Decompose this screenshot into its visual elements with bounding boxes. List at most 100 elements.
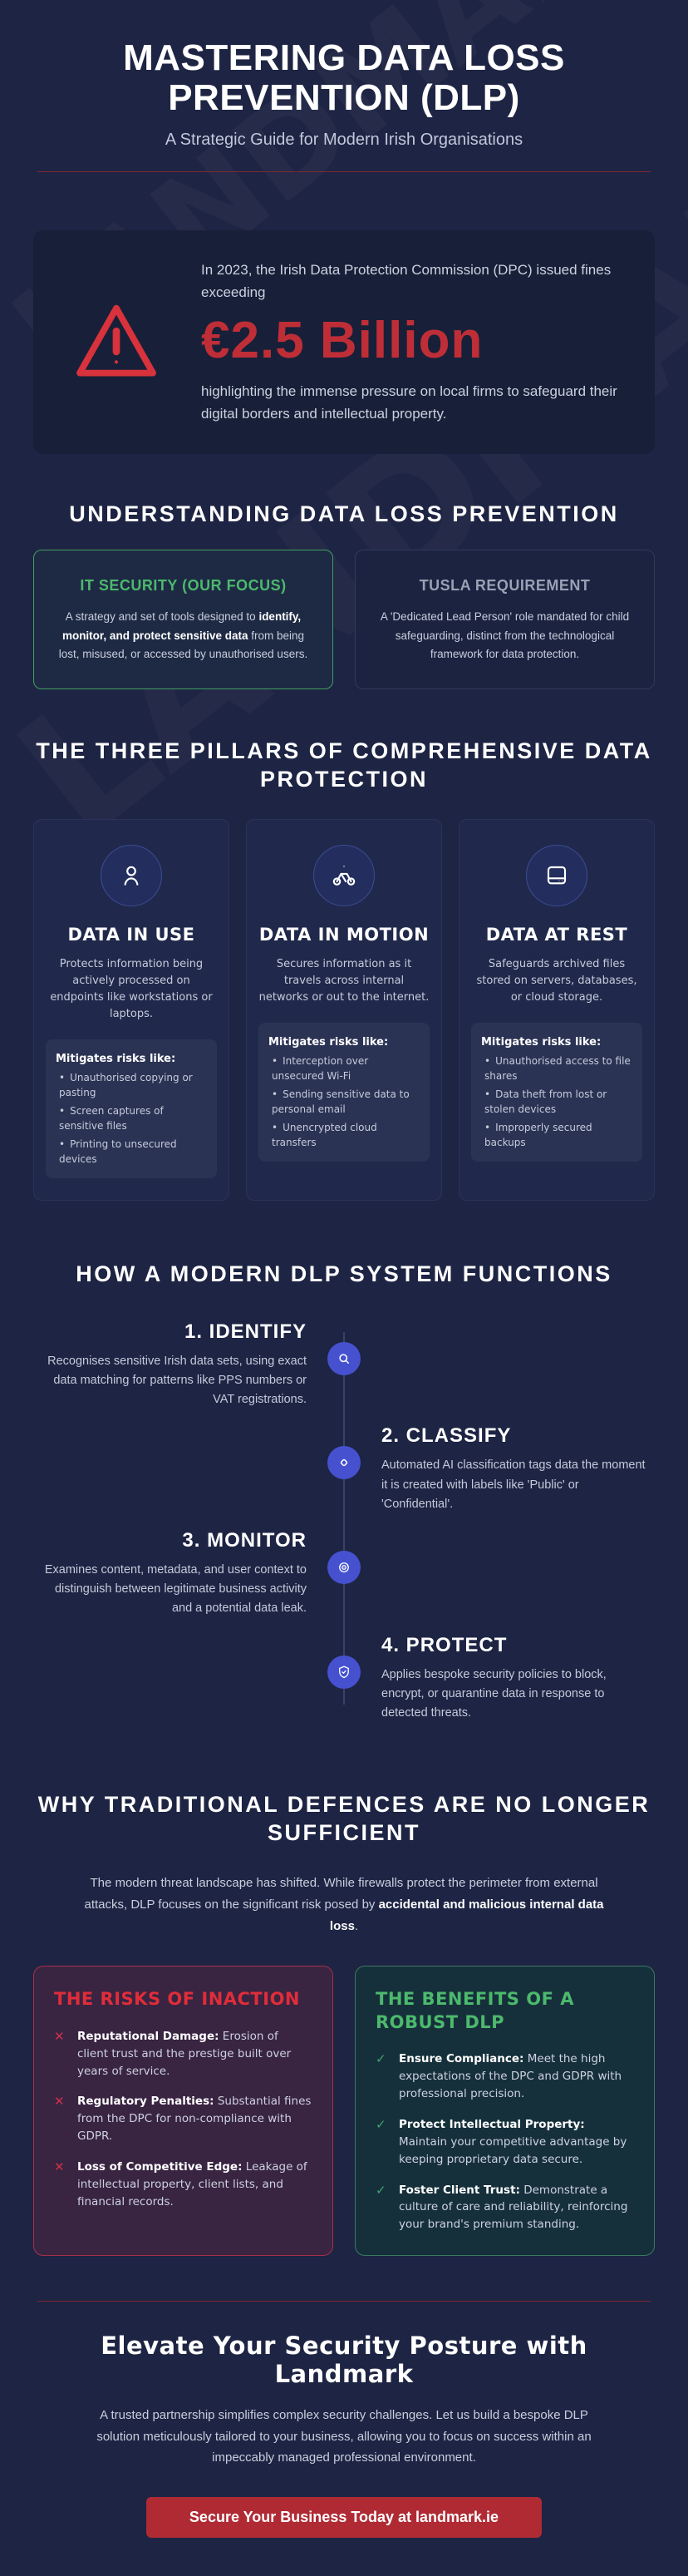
pillar-title: DATA IN USE bbox=[67, 924, 195, 945]
card-body: A 'Dedicated Lead Person' role mandated … bbox=[380, 610, 630, 660]
risk-item: Printing to unsecured devices bbox=[56, 1137, 207, 1167]
card-title: THE BENEFITS OF A ROBUST DLP bbox=[376, 1989, 575, 2032]
pillar-risk-box: Mitigates risks like: Unauthorised copyi… bbox=[46, 1039, 217, 1179]
section-heading: HOW A MODERN DLP SYSTEM FUNCTIONS bbox=[76, 1261, 612, 1287]
step-title: 1. IDENTIFY bbox=[184, 1320, 307, 1343]
cta-heading: Elevate Your Security Posture with Landm… bbox=[101, 2332, 587, 2389]
check-icon bbox=[376, 2182, 389, 2234]
risk-item: Interception over unsecured Wi-Fi bbox=[268, 1054, 420, 1083]
section-three-pillars: THE THREE PILLARS OF COMPREHENSIVE DATA … bbox=[33, 738, 655, 1202]
footer-cta: Elevate Your Security Posture with Landm… bbox=[33, 2301, 655, 2576]
header: MASTERING DATA LOSS PREVENTION (DLP) A S… bbox=[33, 0, 655, 172]
stat-outro: highlighting the immense pressure on loc… bbox=[201, 383, 617, 422]
risks-benefits-cards: THE RISKS OF INACTION Reputational Damag… bbox=[33, 1966, 655, 2257]
section-understanding-dlp: UNDERSTANDING DATA LOSS PREVENTION IT SE… bbox=[33, 501, 655, 690]
stat-amount: €2.5 Billion bbox=[201, 312, 484, 370]
section-heading: UNDERSTANDING DATA LOSS PREVENTION bbox=[69, 501, 619, 526]
timeline-step-identify: 1. IDENTIFY Recognises sensitive Irish d… bbox=[40, 1320, 648, 1425]
step-desc: Applies bespoke security policies to blo… bbox=[381, 1667, 607, 1720]
risk-item: Unauthorised access to file shares bbox=[481, 1054, 632, 1083]
timeline-rail bbox=[318, 1320, 370, 1425]
card-it-security: IT SECURITY (OUR FOCUS) A strategy and s… bbox=[33, 550, 333, 690]
timeline-rail bbox=[318, 1529, 370, 1634]
dpc-fines-stat-card: In 2023, the Irish Data Protection Commi… bbox=[33, 229, 655, 454]
card-title: TUSLA REQUIREMENT bbox=[419, 577, 591, 595]
card-risks-of-inaction: THE RISKS OF INACTION Reputational Damag… bbox=[33, 1966, 333, 2257]
risk-item: Sending sensitive data to personal email bbox=[268, 1087, 420, 1117]
pillar-risk-box: Mitigates risks like: Unauthorised acces… bbox=[471, 1023, 642, 1162]
list-item: Foster Client Trust: Demonstrate a cultu… bbox=[376, 2182, 634, 2234]
pillar-title: DATA AT REST bbox=[485, 924, 628, 945]
timeline-line bbox=[343, 1331, 345, 1425]
risk-item: Improperly secured backups bbox=[481, 1120, 632, 1150]
risk-box-label: Mitigates risks like: bbox=[481, 1036, 602, 1049]
tag-icon bbox=[327, 1446, 361, 1480]
footer-divider bbox=[37, 2301, 651, 2302]
step-title: 3. MONITOR bbox=[182, 1529, 307, 1552]
step-title: 4. PROTECT bbox=[381, 1633, 508, 1656]
step-desc: Recognises sensitive Irish data sets, us… bbox=[47, 1354, 307, 1407]
list-item: Reputational Damage: Erosion of client t… bbox=[54, 2028, 312, 2080]
list-item-text: Foster Client Trust: Demonstrate a cultu… bbox=[399, 2183, 628, 2232]
pillar-card-data-in-use: DATA IN USE Protects information being a… bbox=[33, 818, 229, 1202]
pillar-desc: Protects information being actively proc… bbox=[50, 957, 213, 1020]
risk-box-label: Mitigates risks like: bbox=[268, 1036, 389, 1049]
shield-check-icon bbox=[327, 1655, 361, 1689]
step-desc: Automated AI classification tags data th… bbox=[381, 1458, 646, 1511]
risk-list: Unauthorised access to file shares Data … bbox=[481, 1054, 632, 1150]
card-body: A strategy and set of tools designed to … bbox=[58, 610, 308, 660]
list-item: Protect Intellectual Property: Maintain … bbox=[376, 2116, 634, 2169]
card-tusla-requirement: TUSLA REQUIREMENT A 'Dedicated Lead Pers… bbox=[355, 550, 655, 690]
pillar-desc: Safeguards archived files stored on serv… bbox=[476, 957, 637, 1004]
search-icon bbox=[327, 1341, 361, 1375]
card-title: IT SECURITY (OUR FOCUS) bbox=[80, 577, 287, 595]
page-title: MASTERING DATA LOSS PREVENTION (DLP) bbox=[123, 37, 565, 119]
risk-list: Unauthorised copying or pasting Screen c… bbox=[56, 1070, 207, 1167]
x-icon bbox=[54, 2093, 67, 2145]
pillar-title: DATA IN MOTION bbox=[258, 924, 430, 945]
step-content: 2. CLASSIFY Automated AI classification … bbox=[370, 1424, 648, 1529]
step-content: 4. PROTECT Applies bespoke security poli… bbox=[370, 1634, 648, 1739]
card-benefits-of-dlp: THE BENEFITS OF A ROBUST DLP Ensure Comp… bbox=[355, 1966, 655, 2257]
pillar-card-data-in-motion: DATA IN MOTION Secures information as it… bbox=[246, 818, 442, 1202]
list-item-text: Reputational Damage: Erosion of client t… bbox=[77, 2029, 292, 2078]
step-desc: Examines content, metadata, and user con… bbox=[44, 1563, 307, 1616]
timeline-step-classify: 2. CLASSIFY Automated AI classification … bbox=[40, 1424, 648, 1530]
risk-item: Unencrypted cloud transfers bbox=[268, 1120, 420, 1150]
section-dlp-functions: HOW A MODERN DLP SYSTEM FUNCTIONS 1. IDE… bbox=[33, 1261, 655, 1738]
pillar-card-data-at-rest: DATA AT REST Safeguards archived files s… bbox=[459, 818, 655, 1202]
list-item-text: Loss of Competitive Edge: Leakage of int… bbox=[77, 2160, 307, 2209]
list-item: Regulatory Penalties: Substantial fines … bbox=[54, 2093, 312, 2145]
benefits-list: Ensure Compliance: Meet the high expecta… bbox=[376, 2050, 634, 2233]
risk-box-label: Mitigates risks like: bbox=[56, 1053, 176, 1066]
risk-item: Unauthorised copying or pasting bbox=[56, 1070, 207, 1100]
page-subtitle: A Strategic Guide for Modern Irish Organ… bbox=[165, 130, 523, 149]
list-item-text: Regulatory Penalties: Substantial fines … bbox=[77, 2095, 312, 2144]
timeline-rail bbox=[318, 1633, 370, 1739]
risk-item: Screen captures of sensitive files bbox=[56, 1103, 207, 1133]
hard-drive-icon bbox=[526, 844, 587, 906]
stat-text-block: In 2023, the Irish Data Protection Commi… bbox=[201, 259, 622, 426]
step-title: 2. CLASSIFY bbox=[381, 1424, 512, 1448]
pillar-cards: DATA IN USE Protects information being a… bbox=[33, 818, 655, 1202]
warning-triangle-icon bbox=[66, 296, 166, 387]
risk-list: Interception over unsecured Wi-Fi Sendin… bbox=[268, 1054, 420, 1150]
timeline-step-monitor: 3. MONITOR Examines content, metadata, a… bbox=[40, 1529, 648, 1634]
pillar-risk-box: Mitigates risks like: Interception over … bbox=[258, 1023, 430, 1162]
person-icon bbox=[101, 844, 162, 906]
data-in-motion-icon bbox=[313, 844, 375, 906]
monitor-eye-icon bbox=[327, 1551, 361, 1585]
risks-list: Reputational Damage: Erosion of client t… bbox=[54, 2028, 312, 2211]
risk-item: Data theft from lost or stolen devices bbox=[481, 1087, 632, 1117]
check-icon bbox=[376, 2050, 389, 2103]
stat-intro: In 2023, the Irish Data Protection Commi… bbox=[201, 261, 612, 300]
timeline-step-protect: 4. PROTECT Applies bespoke security poli… bbox=[40, 1633, 648, 1739]
section-heading: THE THREE PILLARS OF COMPREHENSIVE DATA … bbox=[36, 738, 652, 792]
secure-business-button[interactable]: Secure Your Business Today at landmark.i… bbox=[145, 2496, 543, 2538]
list-item-text: Protect Intellectual Property: Maintain … bbox=[399, 2117, 627, 2166]
x-icon bbox=[54, 2159, 67, 2211]
list-item: Loss of Competitive Edge: Leakage of int… bbox=[54, 2159, 312, 2211]
section-heading: WHY TRADITIONAL DEFENCES ARE NO LONGER S… bbox=[37, 1792, 651, 1845]
timeline: 1. IDENTIFY Recognises sensitive Irish d… bbox=[33, 1320, 655, 1738]
